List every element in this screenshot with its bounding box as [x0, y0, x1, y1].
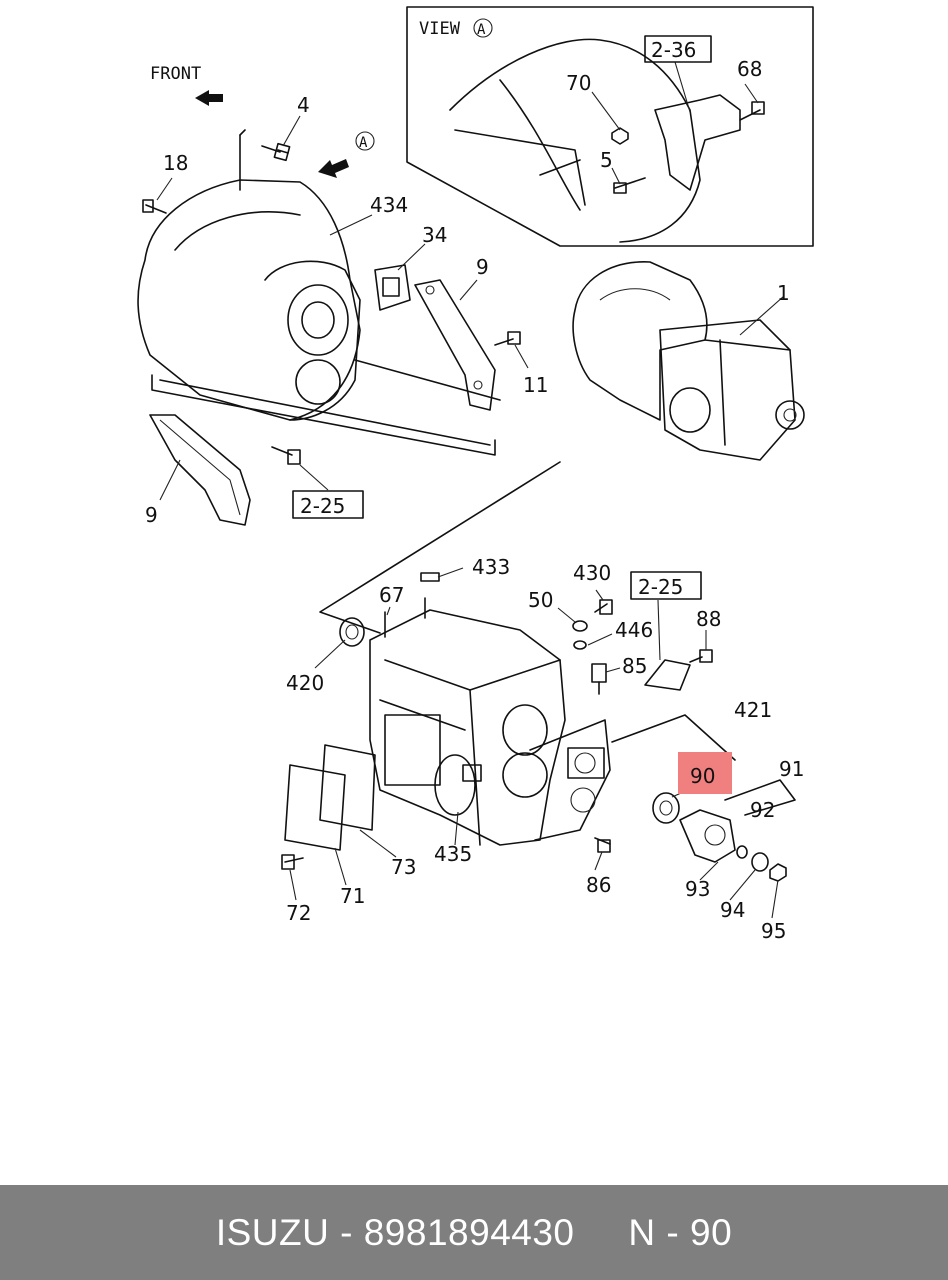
part-number-73: 73: [391, 855, 416, 879]
front-arrow-icon: [195, 90, 223, 106]
part-number-433: 433: [472, 555, 510, 579]
upper-bracket: [414, 279, 496, 411]
svg-text:2-25: 2-25: [300, 494, 345, 518]
oring-446: [573, 640, 587, 650]
part-number-435: 435: [434, 842, 472, 866]
leader-421: [611, 714, 736, 761]
part-number-95: 95: [761, 919, 786, 943]
part-number-85: 85: [622, 654, 647, 678]
front-label: FRONT: [150, 64, 201, 84]
part-number-1: 1: [777, 281, 790, 305]
part-number-446: 446: [615, 618, 653, 642]
part-number-420: 420: [286, 671, 324, 695]
cover-34: [374, 264, 411, 311]
svg-text:2-25: 2-25: [638, 575, 683, 599]
exploded-parts-diagram: FRONT VIEW A A: [137, 6, 814, 943]
part-number-72: 72: [286, 901, 311, 925]
bolt-2-25: [271, 446, 293, 456]
view-label: VIEW: [419, 19, 461, 39]
transmission-assembly: [572, 261, 805, 461]
part-number-92: 92: [750, 798, 775, 822]
oil-seal-90: [652, 792, 680, 824]
view-a-inset: VIEW A: [406, 6, 814, 247]
oring-93: [736, 845, 748, 859]
ref-box-2-25-lower: 2-25: [630, 571, 702, 600]
part-number-88: 88: [696, 607, 721, 631]
view-direction-arrow-icon: [318, 159, 349, 178]
part-number-94: 94: [720, 898, 745, 922]
bolt-86: [594, 837, 611, 845]
leader-91: [724, 779, 796, 816]
svg-text:2-36: 2-36: [651, 38, 696, 62]
part-number-9-lower: 9: [145, 503, 158, 527]
plug-430: [594, 603, 608, 613]
switch-85: [591, 663, 607, 683]
part-number-421: 421: [734, 698, 772, 722]
part-number-4: 4: [297, 93, 310, 117]
flange-92: [679, 809, 736, 863]
ref-box-2-36: 2-36: [644, 35, 712, 63]
washer-50: [572, 620, 588, 632]
ref-box-2-25-upper: 2-25: [292, 490, 364, 519]
gasket-73: [319, 744, 376, 831]
assembly-leader: [319, 461, 561, 634]
part-number-86: 86: [586, 873, 611, 897]
bolt-4: [261, 145, 289, 154]
bolt-11: [494, 338, 514, 346]
seal-420: [339, 617, 365, 647]
part-number-67: 67: [379, 583, 404, 607]
lower-bracket: [149, 414, 251, 526]
bolt-18: [145, 204, 167, 214]
part-number-18: 18: [163, 151, 188, 175]
view-marker-circle: [473, 18, 493, 38]
highlight-part-90: [678, 752, 732, 794]
view-marker: A: [477, 22, 486, 38]
washer-94: [751, 852, 769, 872]
part-number-9-upper: 9: [476, 255, 489, 279]
part-433: [420, 572, 440, 582]
part-number-70: 70: [566, 71, 591, 95]
part-number-5: 5: [600, 148, 613, 172]
part-number-91: 91: [779, 757, 804, 781]
clutch-housing: [137, 129, 501, 456]
part-number-434: 434: [370, 193, 408, 217]
part-number-93: 93: [685, 877, 710, 901]
nut-95: [769, 863, 787, 882]
part-number-11: 11: [523, 373, 548, 397]
part-number-50: 50: [528, 588, 553, 612]
part-number-34: 34: [422, 223, 447, 247]
sensor-2-25: [644, 659, 691, 691]
part-number-68: 68: [737, 57, 762, 81]
part-number-90: 90: [690, 764, 715, 788]
footer-bar: ISUZU - 8981894430 N - 90: [0, 1185, 948, 1280]
bolt-88: [699, 649, 713, 663]
arrow-marker-circle: [355, 131, 375, 151]
part-number-71: 71: [340, 884, 365, 908]
transmission-case: [369, 609, 611, 846]
cover-71: [284, 764, 346, 851]
arrow-marker: A: [359, 135, 368, 151]
part-number-430: 430: [573, 561, 611, 585]
footer-caption: ISUZU - 8981894430 N - 90: [215, 1211, 733, 1253]
